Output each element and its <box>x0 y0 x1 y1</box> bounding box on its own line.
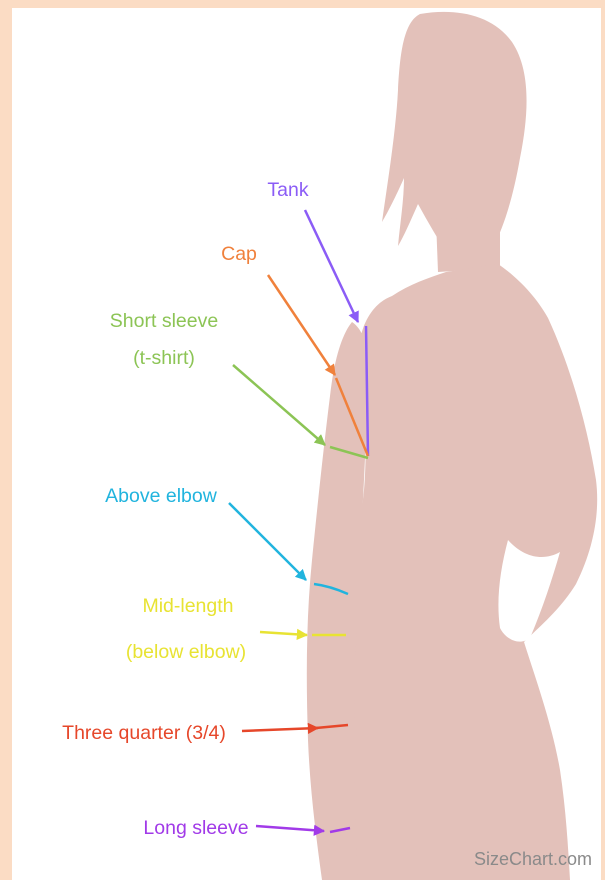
short-sleeve-sublabel: (t-shirt) <box>133 347 195 369</box>
torso-shape <box>334 264 597 880</box>
watermark: SizeChart.com <box>474 849 592 869</box>
mid-length-sublabel: (below elbow) <box>126 641 246 663</box>
above-elbow-label: Above elbow <box>105 485 218 507</box>
short-sleeve-arrow <box>233 365 325 445</box>
above-elbow-arrow <box>229 503 306 580</box>
long-sleeve-arrow <box>256 826 324 831</box>
woman-silhouette <box>307 12 597 880</box>
tank-arrow <box>305 210 358 322</box>
mid-length-arrow <box>260 632 307 635</box>
long-sleeve-label: Long sleeve <box>143 817 248 839</box>
mid-length-label: Mid-length <box>142 595 233 617</box>
tank-label: Tank <box>267 179 308 201</box>
three-quarter-label: Three quarter (3/4) <box>62 722 226 744</box>
cap-label: Cap <box>221 243 257 265</box>
three-quarter-arrow <box>242 728 318 731</box>
cap-arrow <box>268 275 335 375</box>
neck-shape <box>436 214 500 272</box>
short-sleeve-label: Short sleeve <box>110 310 218 332</box>
